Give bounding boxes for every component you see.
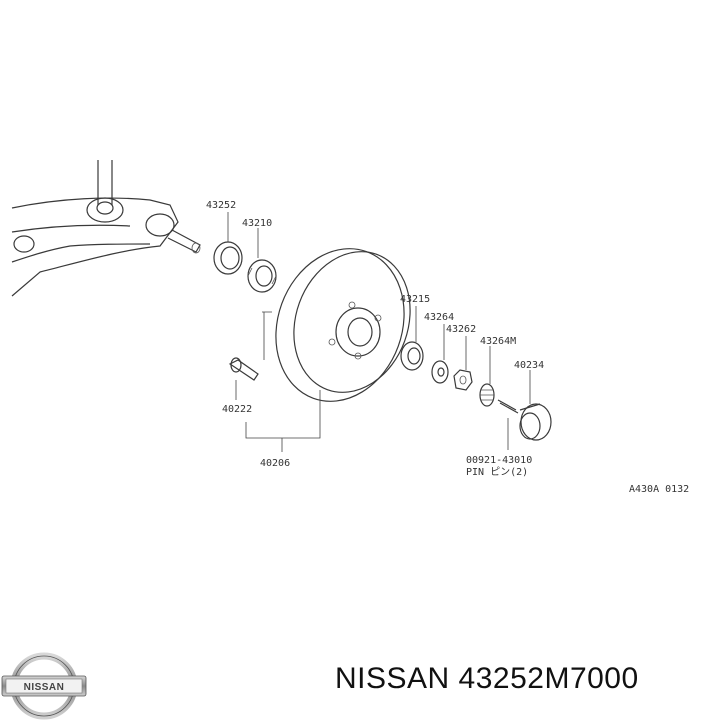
- lock-43264m-drawing: [479, 383, 495, 407]
- pin-description: PIN ピン(2): [466, 466, 528, 478]
- part-label-40222: 40222: [222, 404, 252, 415]
- part-label-43210: 43210: [242, 218, 272, 229]
- part-label-40234: 40234: [514, 360, 544, 371]
- leader-lines: [227, 212, 531, 452]
- part-label-43264m: 43264M: [480, 336, 516, 347]
- hub-bolt-drawing: [228, 357, 259, 381]
- part-label-40206: 40206: [260, 458, 290, 469]
- suspension-arm-drawing: [11, 160, 201, 297]
- part-label-43262: 43262: [446, 324, 476, 335]
- cotter-pin-drawing: [497, 399, 519, 414]
- pin-part-number: 00921-43010: [466, 455, 532, 466]
- part-label-43215: 43215: [400, 294, 430, 305]
- brake-drum-drawing: [275, 248, 411, 402]
- bearing-43210-drawing: [247, 259, 277, 293]
- washer-43264-drawing: [431, 360, 449, 384]
- diagram-ref-code: A430A 0132: [629, 484, 689, 495]
- nissan-logo-text: NISSAN: [24, 682, 65, 693]
- cap-40234-drawing: [519, 403, 552, 441]
- bearing-43252-drawing: [213, 241, 243, 275]
- nissan-logo: NISSAN: [1, 652, 87, 720]
- part-caption: NISSAN 43252M7000: [335, 662, 639, 695]
- bearing-43215-drawing: [400, 341, 424, 371]
- part-label-43252: 43252: [206, 200, 236, 211]
- part-label-43264: 43264: [424, 312, 454, 323]
- nut-43262-drawing: [453, 369, 473, 391]
